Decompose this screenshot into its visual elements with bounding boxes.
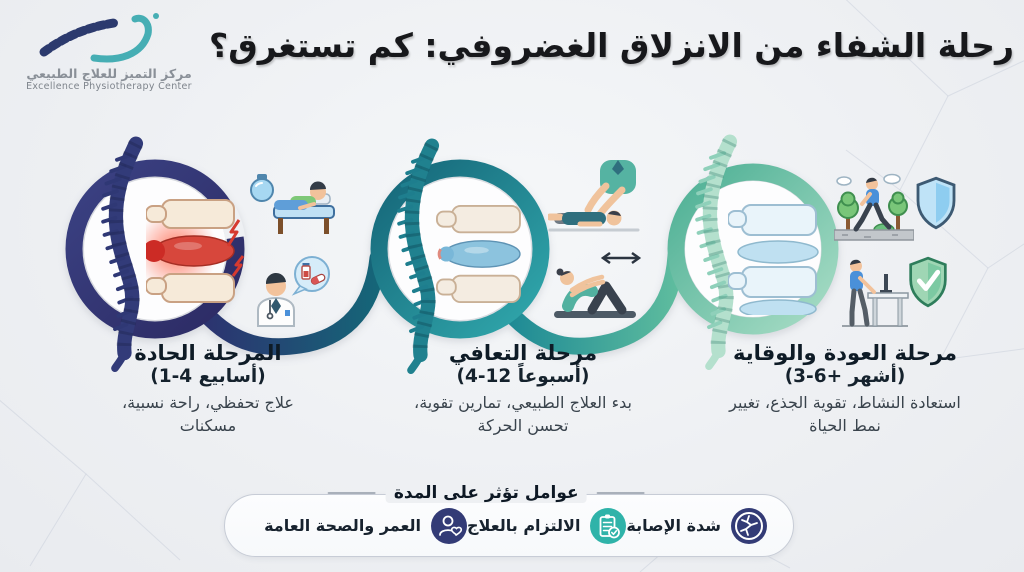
walking-outdoors-icon: [834, 173, 914, 241]
standing-desk-icon: [842, 259, 909, 327]
spine-swoosh-logo-icon: [39, 13, 159, 63]
bed-rest-icon: [250, 174, 335, 234]
factors-title-text: عوامل تؤثر على المدة: [385, 483, 587, 503]
stage-title: المرحلة الحادة: [134, 341, 282, 365]
spine-acute-icon: [101, 136, 144, 372]
factor-label: الالتزام بالعلاج: [467, 516, 581, 535]
spine-recovery-icon: [397, 138, 440, 374]
stage-duration: (3-6+ أشهر): [784, 366, 906, 387]
healthy-disc-icon: [728, 204, 819, 315]
injury-severity-icon: [731, 507, 767, 544]
blue-shield-icon: [916, 176, 956, 230]
factor-label: شدة الإصابة: [626, 516, 721, 535]
treatment-adherence-icon: [590, 507, 627, 544]
stage-duration: (1-4 أسابيع): [150, 366, 266, 387]
factors-title: عوامل تؤثر على المدة: [328, 483, 645, 503]
stage-description: علاج تحفظي، راحة نسبية، مسكنات: [122, 393, 294, 435]
stage-acute-text: المرحلة الحادة (1-4 أسابيع) علاج تحفظي، …: [96, 341, 320, 437]
stage-return-prevention-text: مرحلة العودة والوقاية (3-6+ أشهر) استعاد…: [727, 341, 963, 437]
factors-panel: عوامل تؤثر على المدة شدة الإصابة: [224, 483, 794, 557]
factor-treatment-adherence: الالتزام بالعلاج: [467, 507, 627, 544]
doctor-medication-icon: [257, 256, 330, 327]
spine-healthy-icon: [695, 134, 738, 370]
stage-title: مرحلة العودة والوقاية: [733, 341, 957, 365]
factor-label: العمر والصحة العامة: [264, 516, 422, 535]
stage-recovery-text: مرحلة التعافي (4-12 أسبوعاً) بدء العلاج …: [405, 341, 641, 437]
logo-title-english: Excellence Physiotherapy Center: [26, 81, 192, 92]
green-shield-check-icon: [909, 256, 947, 308]
factor-age-health: العمر والصحة العامة: [264, 507, 468, 544]
age-health-icon: [431, 507, 468, 544]
inflamed-disc-icon: [146, 199, 245, 303]
stage-description: استعادة النشاط، تقوية الجذع، تغيير نمط ا…: [729, 393, 961, 435]
physiotherapy-icon: [548, 160, 640, 232]
factor-injury-severity: شدة الإصابة: [626, 507, 767, 544]
page-title: رحلة الشفاء من الانزلاق الغضروفي: كم تست…: [209, 26, 1014, 65]
healing-disc-icon: [436, 204, 521, 304]
stage-duration: (4-12 أسبوعاً): [456, 366, 590, 387]
exercise-crunch-icon: [554, 251, 642, 318]
factors-row: شدة الإصابة الالتزام بالعلاج: [225, 495, 793, 556]
stage-title: مرحلة التعافي: [448, 341, 598, 365]
stage-description: بدء العلاج الطبيعي، تمارين تقوية، تحسن ا…: [414, 393, 632, 435]
logo: مركز التميز للعلاج الطبيعي Excellence Ph…: [14, 8, 204, 104]
logo-title-arabic: مركز التميز للعلاج الطبيعي: [26, 66, 192, 81]
